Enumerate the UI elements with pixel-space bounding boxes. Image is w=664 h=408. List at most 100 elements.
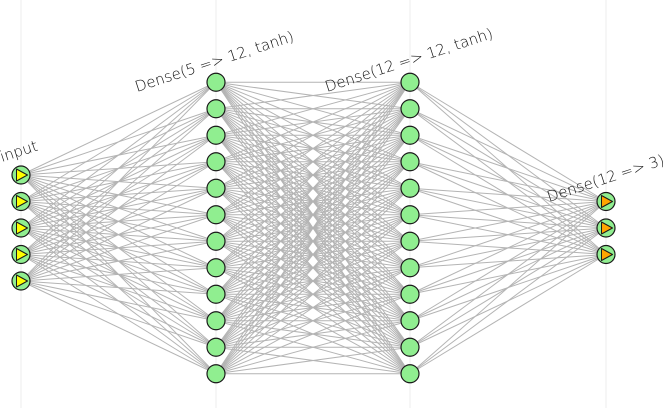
neuron-circle — [400, 284, 420, 304]
connection-edge — [215, 187, 411, 375]
neuron-circle — [400, 258, 420, 278]
connection-edge — [215, 320, 411, 375]
connection-edge — [215, 81, 411, 163]
connection-edge — [20, 280, 217, 375]
neuron-circle — [206, 72, 226, 92]
neuron-circle — [400, 337, 420, 357]
connection-edge — [215, 81, 411, 322]
output-arrow-icon — [601, 248, 613, 261]
connection-edge — [409, 201, 607, 242]
connection-edge — [215, 81, 411, 242]
neuron-circle — [400, 152, 420, 172]
neuron-node — [11, 165, 31, 185]
input-arrow-icon — [16, 195, 28, 208]
neuron-node — [206, 125, 226, 145]
neuron-node — [400, 364, 420, 384]
connection-edge — [215, 81, 411, 136]
neuron-circle — [206, 152, 226, 172]
connection-edge — [409, 187, 607, 202]
connection-edge — [215, 293, 411, 375]
connection-edge — [409, 201, 607, 216]
connection-edge — [20, 240, 217, 282]
connection-edge — [215, 81, 411, 216]
neuron-node — [400, 125, 420, 145]
neuron-node — [206, 364, 226, 384]
neuron-circle — [206, 178, 226, 198]
connection-edge — [215, 81, 411, 295]
neuron-circle — [206, 205, 226, 225]
neuron-node — [11, 191, 31, 212]
connection-edge — [20, 108, 217, 282]
connection-edge — [409, 201, 607, 269]
neuron-node — [400, 311, 420, 331]
neurons — [11, 72, 616, 384]
connection-edge — [409, 108, 607, 202]
connections — [20, 81, 607, 375]
connection-edge — [409, 201, 607, 348]
connection-edge — [409, 134, 607, 202]
connection-edge — [215, 346, 411, 375]
neuron-node — [400, 284, 420, 304]
connection-edge — [20, 134, 217, 282]
neuron-circle — [400, 99, 420, 119]
connection-edge — [20, 81, 217, 202]
neuron-node — [11, 271, 31, 291]
output-arrow-icon — [601, 221, 613, 235]
layer-label-input: input — [0, 137, 40, 166]
neuron-node — [11, 244, 31, 265]
neuron-node — [400, 152, 420, 172]
connection-edge — [215, 161, 411, 375]
connection-edge — [20, 280, 217, 348]
input-arrow-icon — [16, 168, 28, 182]
neuron-node — [206, 231, 226, 251]
neuron-circle — [400, 364, 420, 384]
neuron-circle — [400, 178, 420, 198]
neuron-node — [596, 218, 616, 238]
neuron-circle — [400, 125, 420, 145]
neuron-circle — [206, 311, 226, 331]
connection-edge — [215, 134, 411, 375]
neuron-node — [400, 178, 420, 198]
connection-edge — [409, 201, 607, 295]
connection-edge — [215, 81, 411, 110]
neuron-circle — [206, 364, 226, 384]
neuron-node — [206, 205, 226, 225]
neuron-circle — [206, 125, 226, 145]
connection-edge — [20, 267, 217, 282]
neuron-node — [206, 337, 226, 357]
input-arrow-icon — [16, 248, 28, 261]
connection-edge — [215, 81, 411, 269]
neuron-node — [400, 72, 420, 92]
neuron-node — [400, 337, 420, 357]
neuron-node — [206, 311, 226, 331]
connection-edge — [409, 201, 607, 322]
connection-edge — [215, 240, 411, 375]
neuron-circle — [400, 231, 420, 251]
neuron-circle — [206, 231, 226, 251]
connection-edge — [20, 280, 217, 295]
connection-edge — [20, 161, 217, 282]
neuron-node — [400, 231, 420, 251]
neuron-circle — [400, 72, 420, 92]
neuron-node — [206, 99, 226, 119]
neuron-node — [206, 258, 226, 278]
connection-edge — [20, 81, 217, 282]
connection-edge — [20, 81, 217, 229]
connection-edge — [20, 81, 217, 176]
connection-edge — [215, 81, 411, 348]
connection-edge — [20, 187, 217, 282]
neuron-circle — [206, 99, 226, 119]
connection-edge — [20, 81, 217, 255]
connection-edge — [409, 254, 607, 375]
neuron-node — [400, 99, 420, 119]
connection-edge — [215, 81, 411, 375]
connection-edge — [409, 161, 607, 202]
neuron-node — [400, 258, 420, 278]
neuron-circle — [400, 205, 420, 225]
connection-edge — [409, 81, 607, 202]
input-arrow-icon — [16, 274, 28, 288]
connection-edge — [409, 227, 607, 375]
neuron-node — [11, 218, 31, 238]
neuron-circle — [206, 284, 226, 304]
